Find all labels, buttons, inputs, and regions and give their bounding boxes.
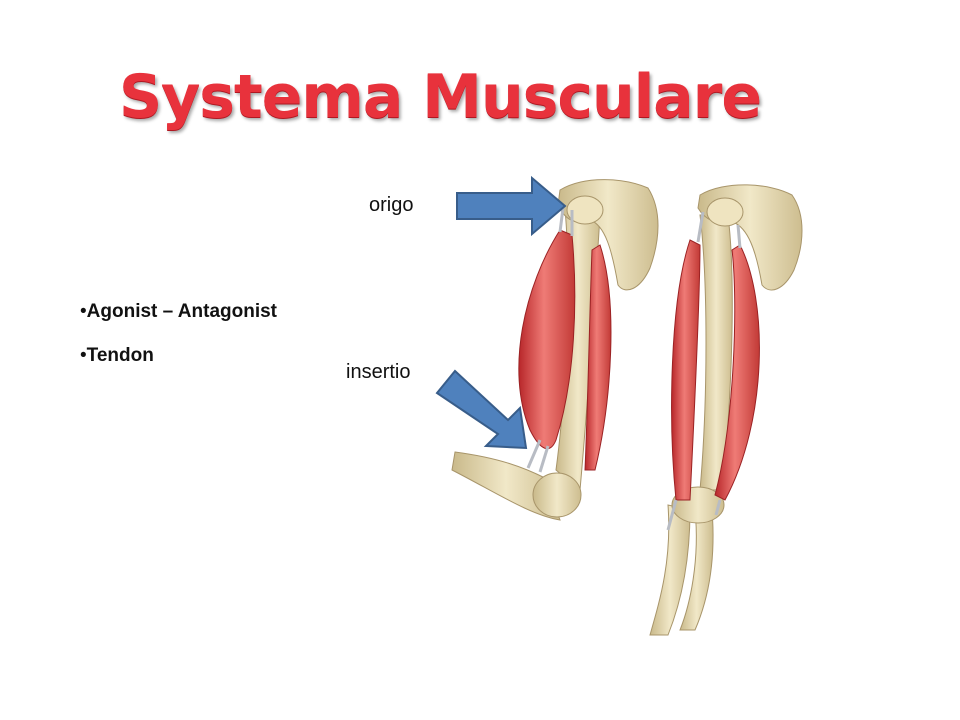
origo-arrow [456, 175, 567, 237]
bullet-text: Agonist – Antagonist [86, 301, 277, 322]
forearm-bone [451, 451, 561, 521]
extended-arm [649, 184, 803, 636]
bullet-item-tendon: •Tendon [80, 344, 277, 368]
humeral-head-extended [706, 197, 744, 227]
triceps-muscle-extended [714, 244, 760, 501]
bullet-marker: • [80, 301, 87, 322]
bullet-list: •Agonist – Antagonist •Tendon [80, 300, 277, 388]
origo-label: origo [369, 194, 414, 216]
elbow-joint [532, 472, 582, 518]
ulna-bone-extended [679, 509, 714, 631]
tendons-extended [666, 211, 742, 531]
insertio-label: insertio [346, 361, 411, 383]
forearm-bone-extended [649, 504, 691, 636]
biceps-muscle-extended [671, 239, 701, 501]
slide-title: Systema Musculare [118, 62, 762, 132]
triceps-muscle [584, 244, 612, 471]
flexed-arm [451, 179, 659, 521]
bullet-text: Tendon [86, 345, 154, 366]
humeral-head [566, 195, 604, 225]
bullet-item-agonist: •Agonist – Antagonist [80, 300, 277, 324]
bullet-marker: • [80, 345, 87, 366]
insertio-arrow [435, 369, 528, 450]
origin-tendon [558, 207, 574, 236]
insertion-tendon [526, 439, 550, 473]
